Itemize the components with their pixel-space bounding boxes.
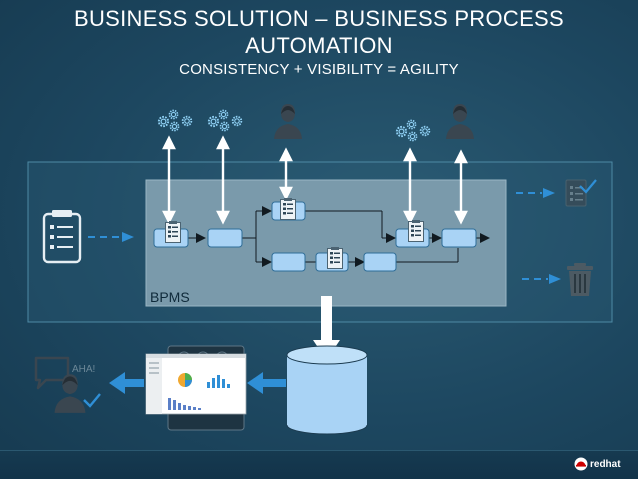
gears-icon-3	[395, 119, 431, 142]
form-doc-icon-4	[408, 220, 424, 242]
redhat-logo-icon	[574, 457, 588, 471]
trash-icon	[567, 263, 593, 296]
user-icon-2	[446, 104, 474, 139]
report-arrow	[247, 372, 263, 394]
slide-title-line1: BUSINESS SOLUTION – BUSINESS PROCESS	[73, 6, 565, 31]
footer-bar	[0, 450, 638, 479]
speech-bubble-icon	[34, 356, 70, 390]
gears-icon-2	[207, 109, 243, 132]
data-arrow	[321, 296, 332, 342]
check-mark-icon-2	[83, 393, 101, 408]
database-icon	[286, 345, 368, 435]
dashboard-icon	[145, 345, 247, 431]
input-form-icon	[42, 210, 82, 264]
check-mark-icon	[579, 179, 597, 194]
aha-label: AHA!	[72, 364, 96, 375]
gears-icon-1	[157, 109, 193, 132]
form-doc-icon-1	[165, 221, 181, 243]
bpms-label: BPMS	[150, 289, 190, 305]
user-icon-1	[274, 104, 302, 139]
slide-title-line2: AUTOMATION	[245, 33, 393, 58]
insight-arrow	[109, 372, 125, 394]
slide-subtitle: CONSISTENCY + VISIBILITY = AGILITY	[179, 61, 459, 78]
checklist-done-icon	[565, 179, 587, 207]
form-doc-icon-3	[327, 247, 343, 269]
brand-name: redhat	[590, 459, 621, 470]
integration-arrows	[162, 135, 468, 225]
form-doc-icon-2	[280, 198, 296, 220]
flow-arrowheads	[196, 206, 490, 267]
